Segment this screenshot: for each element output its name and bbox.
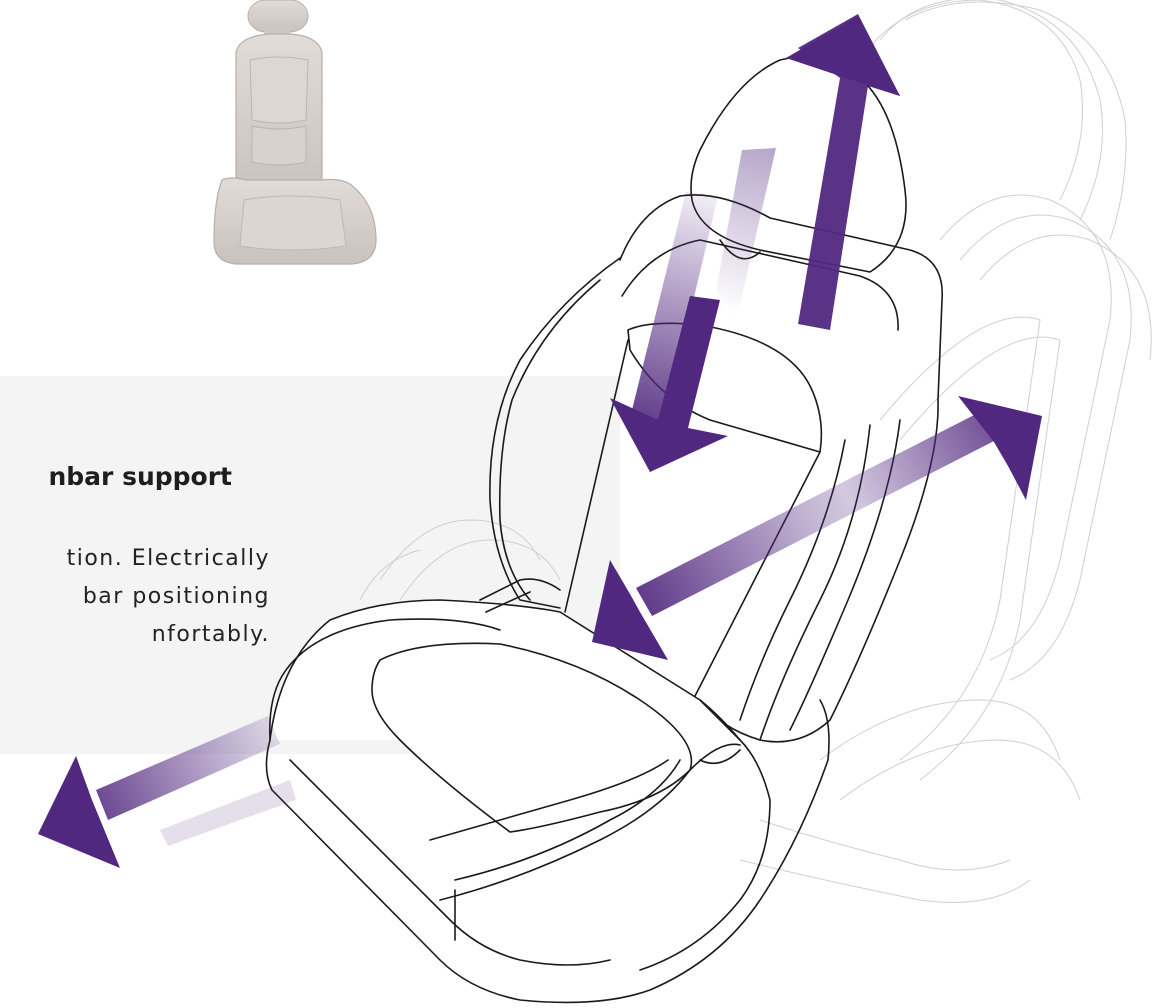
car-seat-thumbnail [214,0,376,264]
seat-slide-arrow [38,716,296,868]
